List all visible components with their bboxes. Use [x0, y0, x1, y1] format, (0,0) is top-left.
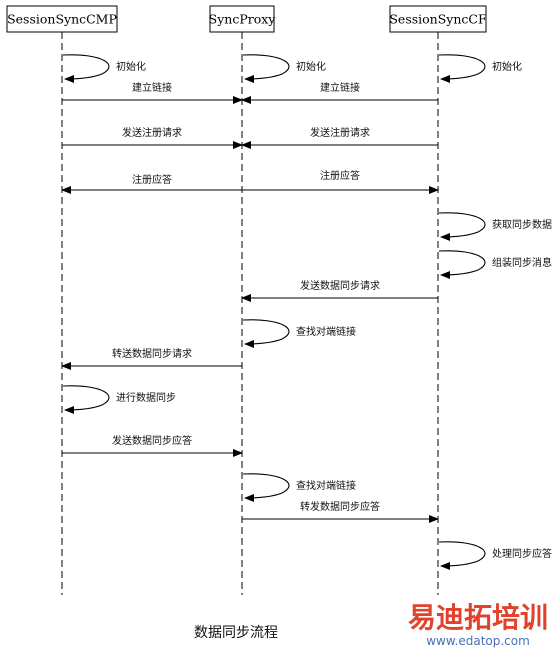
message: 注册应答 注册应答	[61, 169, 439, 194]
message-label: 初始化	[296, 60, 326, 73]
participant-box	[209, 5, 275, 33]
message-label: 查找对端链接	[296, 479, 356, 492]
message: 转发数据同步应答	[242, 500, 439, 523]
message: 转送数据同步请求	[61, 347, 242, 370]
self-message: 初始化	[62, 54, 146, 83]
self-message: 组装同步消息	[438, 250, 552, 279]
message-label: 组装同步消息	[492, 256, 552, 269]
self-message: 获取同步数据	[438, 212, 552, 241]
self-arrow	[242, 54, 290, 83]
watermark-brand: 易迪拓培训	[408, 601, 548, 634]
message: 发送注册请求	[62, 126, 243, 149]
self-message: 处理同步应答	[438, 541, 552, 570]
participant-label: SyncProxy	[209, 12, 277, 27]
message-label: 建立链接	[132, 81, 172, 94]
message-label: 初始化	[492, 60, 522, 73]
message-label: 获取同步数据	[492, 218, 552, 231]
diagram-caption: 数据同步流程	[194, 625, 278, 641]
participant-header: SyncProxy	[209, 5, 277, 33]
watermark-url: www.edatop.com	[426, 634, 530, 648]
participant-header: SessionSyncCMP	[6, 5, 118, 33]
message: 发送数据同步应答	[62, 434, 243, 457]
message-label: 处理同步应答	[492, 547, 552, 560]
self-arrow	[242, 473, 290, 502]
message-label: 注册应答	[132, 173, 172, 186]
message: 建立链接	[62, 81, 243, 104]
message-label: 转发数据同步应答	[300, 500, 380, 513]
participant-header: SessionSyncCF	[389, 5, 487, 33]
message-label: 注册应答	[320, 169, 360, 182]
message: 发送注册请求	[241, 126, 438, 149]
self-arrow	[438, 541, 486, 570]
message-label: 发送数据同步应答	[112, 434, 192, 447]
message: 发送数据同步请求	[241, 279, 438, 302]
participant-box	[6, 5, 118, 33]
participant-box	[389, 5, 487, 33]
self-arrow	[62, 54, 110, 83]
self-arrow	[438, 54, 486, 83]
self-arrow	[62, 385, 110, 414]
self-message: 查找对端链接	[242, 473, 356, 502]
self-message: 进行数据同步	[62, 385, 176, 414]
message-label: 发送数据同步请求	[300, 279, 380, 292]
message-label: 进行数据同步	[116, 391, 176, 404]
participant-label: SessionSyncCMP	[7, 12, 117, 27]
message-label: 发送注册请求	[122, 126, 182, 139]
self-arrow	[438, 250, 486, 279]
self-arrow	[438, 212, 486, 241]
self-arrow	[242, 319, 290, 348]
participant-label: SessionSyncCF	[389, 12, 487, 27]
message-label: 查找对端链接	[296, 325, 356, 338]
message: 建立链接	[241, 81, 438, 104]
message-label: 初始化	[116, 60, 146, 73]
self-message: 初始化	[438, 54, 522, 83]
message-label: 建立链接	[320, 81, 360, 94]
message-label: 转送数据同步请求	[112, 347, 192, 360]
self-message: 初始化	[242, 54, 326, 83]
self-message: 查找对端链接	[242, 319, 356, 348]
watermark: 易迪拓培训 www.edatop.com	[408, 601, 548, 648]
message-label: 发送注册请求	[310, 126, 370, 139]
